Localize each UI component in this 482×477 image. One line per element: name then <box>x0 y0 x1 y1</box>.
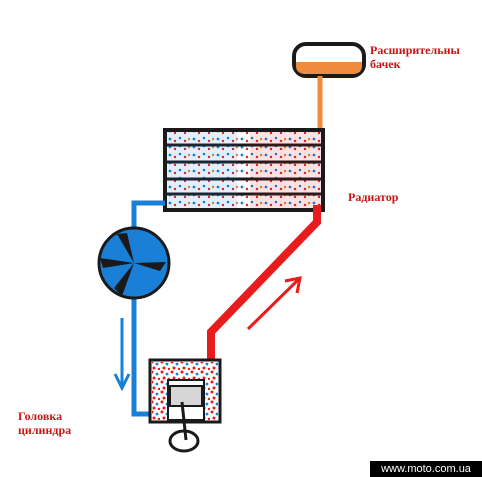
cold-pipe <box>131 200 165 232</box>
cold-pipe-lower <box>131 296 152 417</box>
watermark: www.moto.com.ua <box>370 461 482 477</box>
radiator <box>163 128 325 212</box>
expansion-tank-label: Расширительны бачек <box>370 43 460 71</box>
flow-arrow-icon <box>246 276 302 331</box>
pump-fan-icon <box>97 226 171 300</box>
piston-icon <box>168 385 203 453</box>
cylinder-head-label: Головка цилиндра <box>18 409 72 437</box>
flow-arrow-icon <box>113 318 131 392</box>
hot-pipe <box>207 205 321 362</box>
radiator-label: Радиатор <box>348 190 399 204</box>
expansion-tank <box>292 42 366 78</box>
